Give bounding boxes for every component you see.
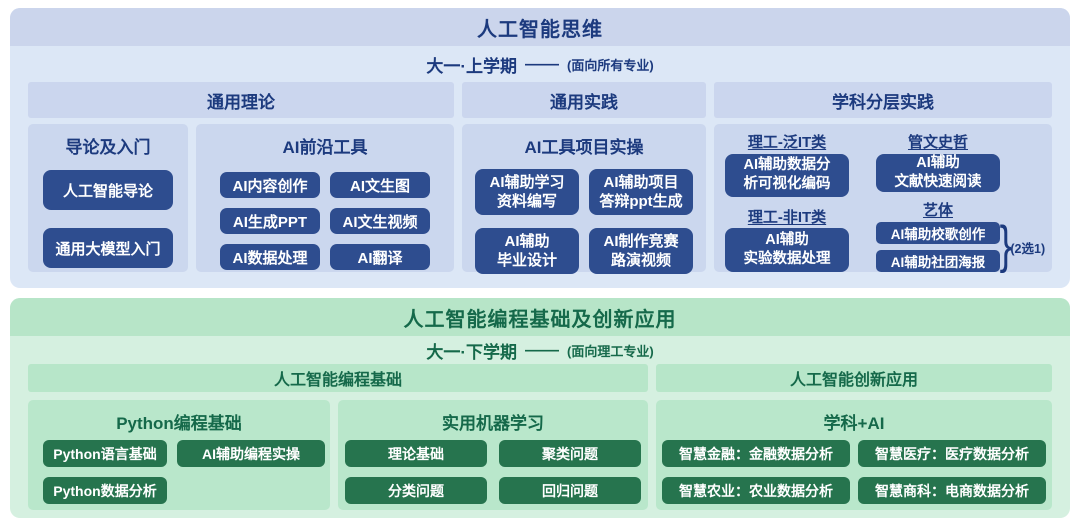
button-row: Python数据分析 (28, 477, 330, 504)
panel-intro: 导论及入门 人工智能导论 通用大模型入门 (28, 124, 188, 272)
subject-column-stem: 理工-泛IT类 AI辅助数据分 析可视化编码 理工-非IT类 AI辅助 实验数据… (714, 124, 860, 272)
subject-column-liberal-arts: 管文史哲 AI辅助 文献快速阅读 艺体 AI辅助校歌创作 AI辅助社团海报 } … (860, 124, 1052, 272)
course-button: 通用大模型入门 (43, 228, 173, 268)
panel-title: AI工具项目实操 (524, 138, 644, 157)
panel-title: Python编程基础 (116, 414, 242, 433)
column-header-programming-basics: 人工智能编程基础 (28, 364, 648, 392)
curly-brace-icon: } (999, 216, 1012, 274)
button-row: Python语言基础 AI辅助编程实操 (28, 440, 330, 467)
course-button: AI翻译 (330, 244, 430, 270)
button-row: 智慧农业：农业数据分析 智慧商科：电商数据分析 (656, 477, 1052, 504)
column-header-innovation-apps: 人工智能创新应用 (656, 364, 1052, 392)
column-headers-top: 通用理论 通用实践 学科分层实践 (10, 82, 1070, 118)
panel-title: 学科+AI (823, 414, 885, 433)
column-headers-bottom: 人工智能编程基础 人工智能创新应用 (10, 364, 1070, 392)
course-button: AI数据处理 (220, 244, 320, 270)
course-button: 分类问题 (345, 477, 487, 504)
course-button: AI辅助编程实操 (177, 440, 325, 467)
column-header-general-practice: 通用实践 (462, 82, 706, 118)
course-button: AI辅助社团海报 (876, 250, 1000, 272)
group-label-arts-sports: 艺体 (922, 202, 953, 219)
semester-row-top: 大一·上学期 —— (面向所有专业) (10, 46, 1070, 82)
course-button: 智慧商科：电商数据分析 (858, 477, 1046, 504)
panel-python-basics: Python编程基础 Python语言基础 AI辅助编程实操 Python数据分… (28, 400, 330, 510)
course-button: AI生成PPT (220, 208, 320, 234)
panels-row-top: 导论及入门 人工智能导论 通用大模型入门 AI前沿工具 AI内容创作 AI文生图… (10, 124, 1070, 274)
panel-subject-layered: 理工-泛IT类 AI辅助数据分 析可视化编码 理工-非IT类 AI辅助 实验数据… (714, 124, 1052, 272)
course-button: Python数据分析 (43, 477, 167, 504)
course-button: 智慧医疗：医疗数据分析 (858, 440, 1046, 467)
group-label-stem-nonit: 理工-非IT类 (747, 208, 827, 226)
semester-label: 大一·下学期 (426, 342, 517, 362)
course-button: AI辅助数据分 析可视化编码 (725, 154, 849, 197)
course-button: 回归问题 (499, 477, 641, 504)
tools-button-grid: AI内容创作 AI文生图 AI生成PPT AI文生视频 AI数据处理 AI翻译 (196, 172, 454, 270)
button-row: 分类问题 回归问题 (338, 477, 648, 504)
choice-note: (2选1) (1010, 241, 1046, 256)
audience-label: (面向理工专业) (567, 343, 654, 359)
course-button: AI辅助项目 答辩ppt生成 (589, 169, 693, 215)
course-button: AI文生视频 (330, 208, 430, 234)
course-button: AI文生图 (330, 172, 430, 198)
course-button: 理论基础 (345, 440, 487, 467)
course-button: AI辅助 文献快速阅读 (876, 154, 1000, 192)
course-button: Python语言基础 (43, 440, 167, 467)
course-button: AI辅助 毕业设计 (475, 228, 579, 274)
group-label-stem-it: 理工-泛IT类 (747, 134, 827, 151)
column-header-general-theory: 通用理论 (28, 82, 454, 118)
course-button: AI内容创作 (220, 172, 320, 198)
practice-button-grid: AI辅助学习 资料编写 AI辅助项目 答辩ppt生成 AI辅助 毕业设计 AI制… (462, 169, 706, 274)
panel-title: 实用机器学习 (442, 414, 544, 433)
course-button: 聚类问题 (499, 440, 641, 467)
group-label-humanities: 管文史哲 (907, 134, 968, 151)
dash-separator: —— (525, 340, 559, 359)
section-title-ai-thinking: 人工智能思维 (10, 8, 1070, 46)
panel-machine-learning: 实用机器学习 理论基础 聚类问题 分类问题 回归问题 (338, 400, 648, 510)
course-button: AI制作竞赛 路演视频 (589, 228, 693, 274)
button-row: 理论基础 聚类问题 (338, 440, 648, 467)
panel-ai-tools: AI前沿工具 AI内容创作 AI文生图 AI生成PPT AI文生视频 AI数据处… (196, 124, 454, 272)
choice-buttons: AI辅助校歌创作 AI辅助社团海报 (876, 222, 1000, 272)
dash-separator: —— (525, 54, 559, 73)
audience-label: (面向所有专业) (567, 57, 654, 73)
section-ai-thinking: 人工智能思维 大一·上学期 —— (面向所有专业) 通用理论 通用实践 学科分层… (10, 8, 1070, 288)
semester-label: 大一·上学期 (426, 56, 517, 76)
section-title-ai-programming: 人工智能编程基础及创新应用 (10, 298, 1070, 336)
course-button: AI辅助 实验数据处理 (725, 227, 849, 272)
course-button: 智慧金融：金融数据分析 (662, 440, 850, 467)
choice-group: AI辅助校歌创作 AI辅助社团海报 } (2选1) (876, 216, 1046, 274)
section-ai-programming: 人工智能编程基础及创新应用 大一·下学期 —— (面向理工专业) 人工智能编程基… (10, 298, 1070, 518)
panel-subject-plus-ai: 学科+AI 智慧金融：金融数据分析 智慧医疗：医疗数据分析 智慧农业：农业数据分… (656, 400, 1052, 510)
button-row: 智慧金融：金融数据分析 智慧医疗：医疗数据分析 (656, 440, 1052, 467)
panels-row-bottom: Python编程基础 Python语言基础 AI辅助编程实操 Python数据分… (10, 400, 1070, 510)
panel-title: AI前沿工具 (282, 138, 368, 157)
course-button: AI辅助学习 资料编写 (475, 169, 579, 215)
course-button: 人工智能导论 (43, 170, 173, 210)
course-button: AI辅助校歌创作 (876, 222, 1000, 244)
semester-row-bottom: 大一·下学期 —— (面向理工专业) (10, 336, 1070, 364)
course-button: 智慧农业：农业数据分析 (662, 477, 850, 504)
column-header-subject-layered-practice: 学科分层实践 (714, 82, 1052, 118)
panel-project-practice: AI工具项目实操 AI辅助学习 资料编写 AI辅助项目 答辩ppt生成 AI辅助… (462, 124, 706, 274)
panel-title: 导论及入门 (65, 138, 151, 157)
